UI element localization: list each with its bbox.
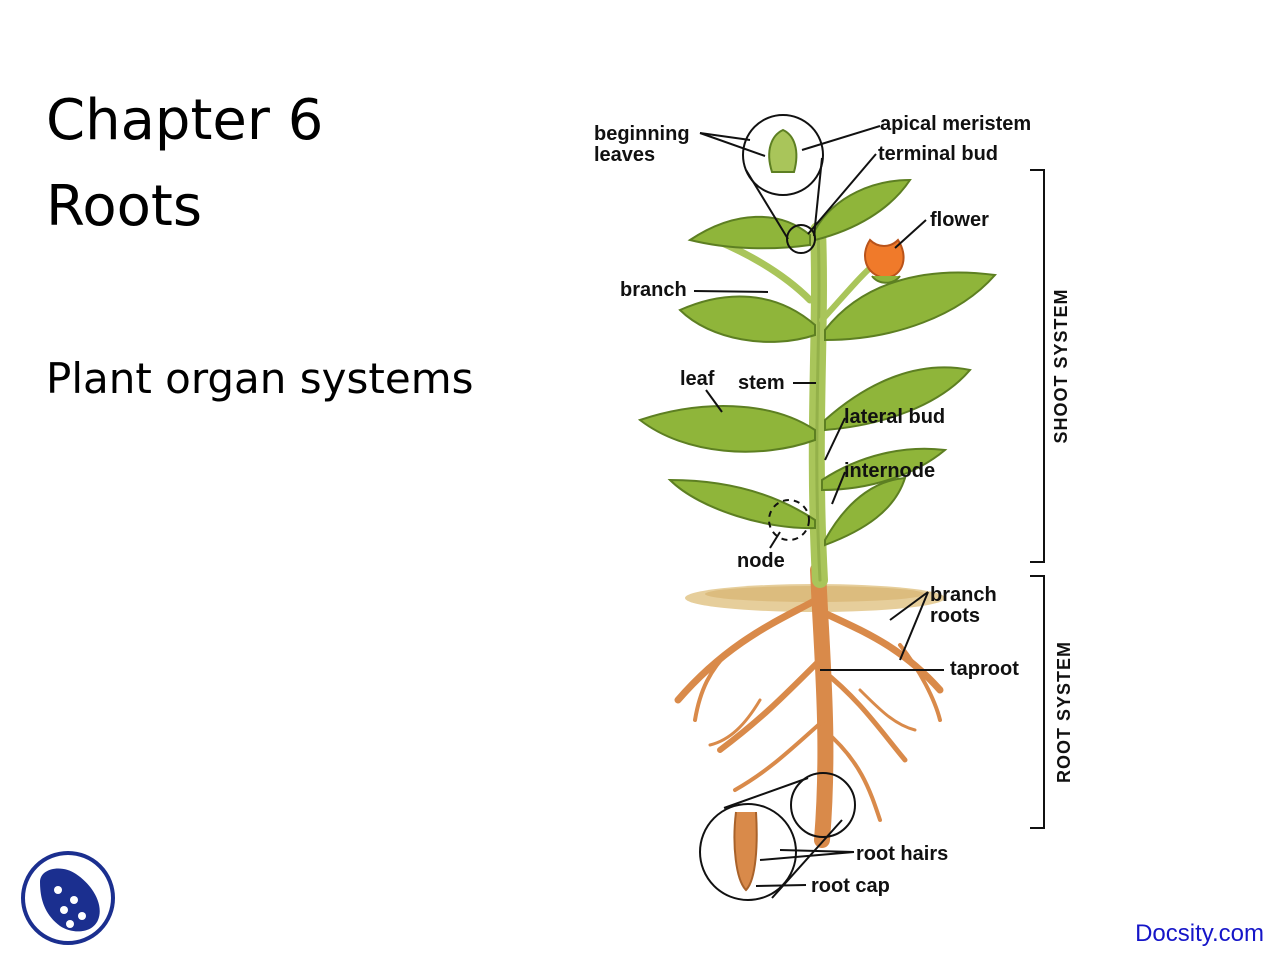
title-line-2: Roots [46,174,203,239]
title-line-1: Chapter 6 [46,88,324,153]
leaf-shape [821,447,948,492]
label-beginning-leaves-2: leaves [594,144,655,166]
label-taproot: taproot [950,658,1019,680]
leaves-drawing [637,178,997,547]
docsity-logo-icon [21,851,115,945]
label-shoot-system: SHOOT SYSTEM [1051,288,1071,443]
taproot-shape [810,562,834,848]
label-root-hairs: root hairs [856,843,948,865]
root-system-drawing [674,562,944,848]
root-cap-shape [733,811,758,892]
leaf-shape [687,215,811,250]
root-system-bracket [1030,575,1045,829]
branch-root [858,688,917,732]
plant-diagram: beginning leaves apical meristem termina… [594,113,1074,901]
label-node: node [737,550,785,572]
label-flower: flower [930,209,989,231]
leaf-shape [824,366,972,432]
branch-root [708,698,762,747]
leaf-shape [824,476,907,547]
flower-drawing [864,238,905,284]
root-tip-circle [790,772,856,838]
terminal-bud-shape [768,128,798,173]
label-terminal-bud: terminal bud [878,143,998,165]
label-root-cap: root cap [811,875,890,897]
leaf-shape [678,295,816,343]
label-branch-roots-2: roots [930,605,980,627]
branch-root [819,667,908,763]
branch-root [822,728,882,822]
node-circle [768,499,810,541]
label-branch-roots-1: branch [930,584,997,606]
system-brackets [1030,169,1045,829]
pointer-lines [693,125,944,887]
branch-root [898,643,942,722]
label-lateral-bud: lateral bud [844,406,945,428]
branch-root [674,596,820,704]
label-internode: internode [844,460,935,482]
branch-root [814,606,944,694]
docsity-watermark: Docsity.com [1135,920,1264,947]
label-apical-meristem: apical meristem [880,113,1031,135]
magnifier-circles [699,114,856,901]
leaf-shape [814,178,912,242]
leaf-shape [824,271,997,342]
label-branch: branch [620,279,687,301]
label-root-system: ROOT SYSTEM [1054,641,1074,783]
label-stem: stem [738,372,785,394]
label-leaf: leaf [680,368,715,390]
leaf-shape [667,478,816,530]
leaf-shape [637,405,816,453]
shoot-system-bracket [1030,169,1045,563]
slide-title: Chapter 6 Roots [46,78,323,250]
label-beginning-leaves-1: beginning [594,123,690,145]
branch-root [733,718,826,792]
branch-root [693,648,732,722]
branch-root [717,657,823,753]
slide-subtitle: Plant organ systems [46,354,474,403]
